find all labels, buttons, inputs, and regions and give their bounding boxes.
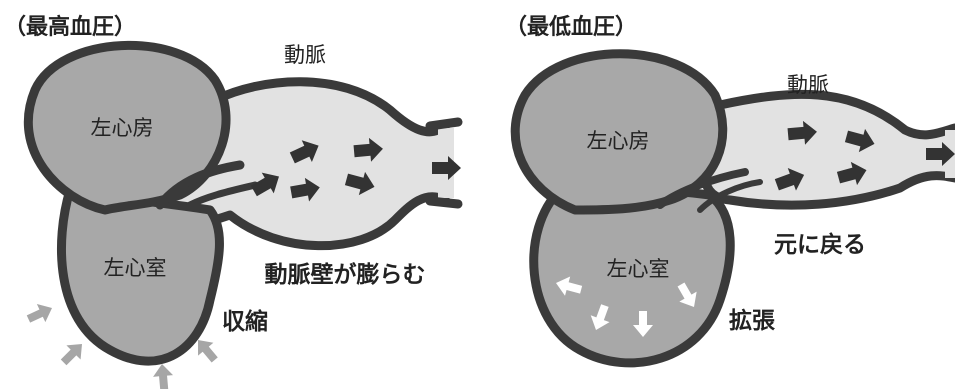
- diastolic-panel: （最低血圧） 左心房 左心室 動脈 元に戻る 拡張: [505, 14, 955, 368]
- systolic-panel: （最高血圧） 左心房 左心室 動脈 動脈壁が膨らむ 収縮: [4, 14, 463, 389]
- atrium-label: 左心房: [587, 129, 650, 153]
- left-ventricle: [56, 185, 224, 366]
- artery-effect-label: 動脈壁が膨らむ: [265, 261, 426, 288]
- ventricle-label: 左心室: [104, 256, 167, 280]
- squeeze-arrow: [24, 298, 57, 329]
- artery-label: 動脈: [284, 43, 326, 67]
- artery-effect-label: 元に戻る: [774, 232, 866, 258]
- dilation-label: 拡張: [729, 308, 776, 334]
- squeeze-arrow: [152, 363, 175, 389]
- ventricle-label: 左心室: [607, 257, 670, 281]
- systolic-title: （最高血圧）: [4, 14, 136, 40]
- atrium-label: 左心房: [91, 116, 154, 140]
- squeeze-arrow: [56, 336, 90, 370]
- diastolic-title: （最低血圧）: [505, 14, 637, 40]
- artery-label: 動脈: [787, 73, 829, 97]
- contraction-label: 収縮: [222, 308, 268, 335]
- left-atrium: [23, 41, 231, 215]
